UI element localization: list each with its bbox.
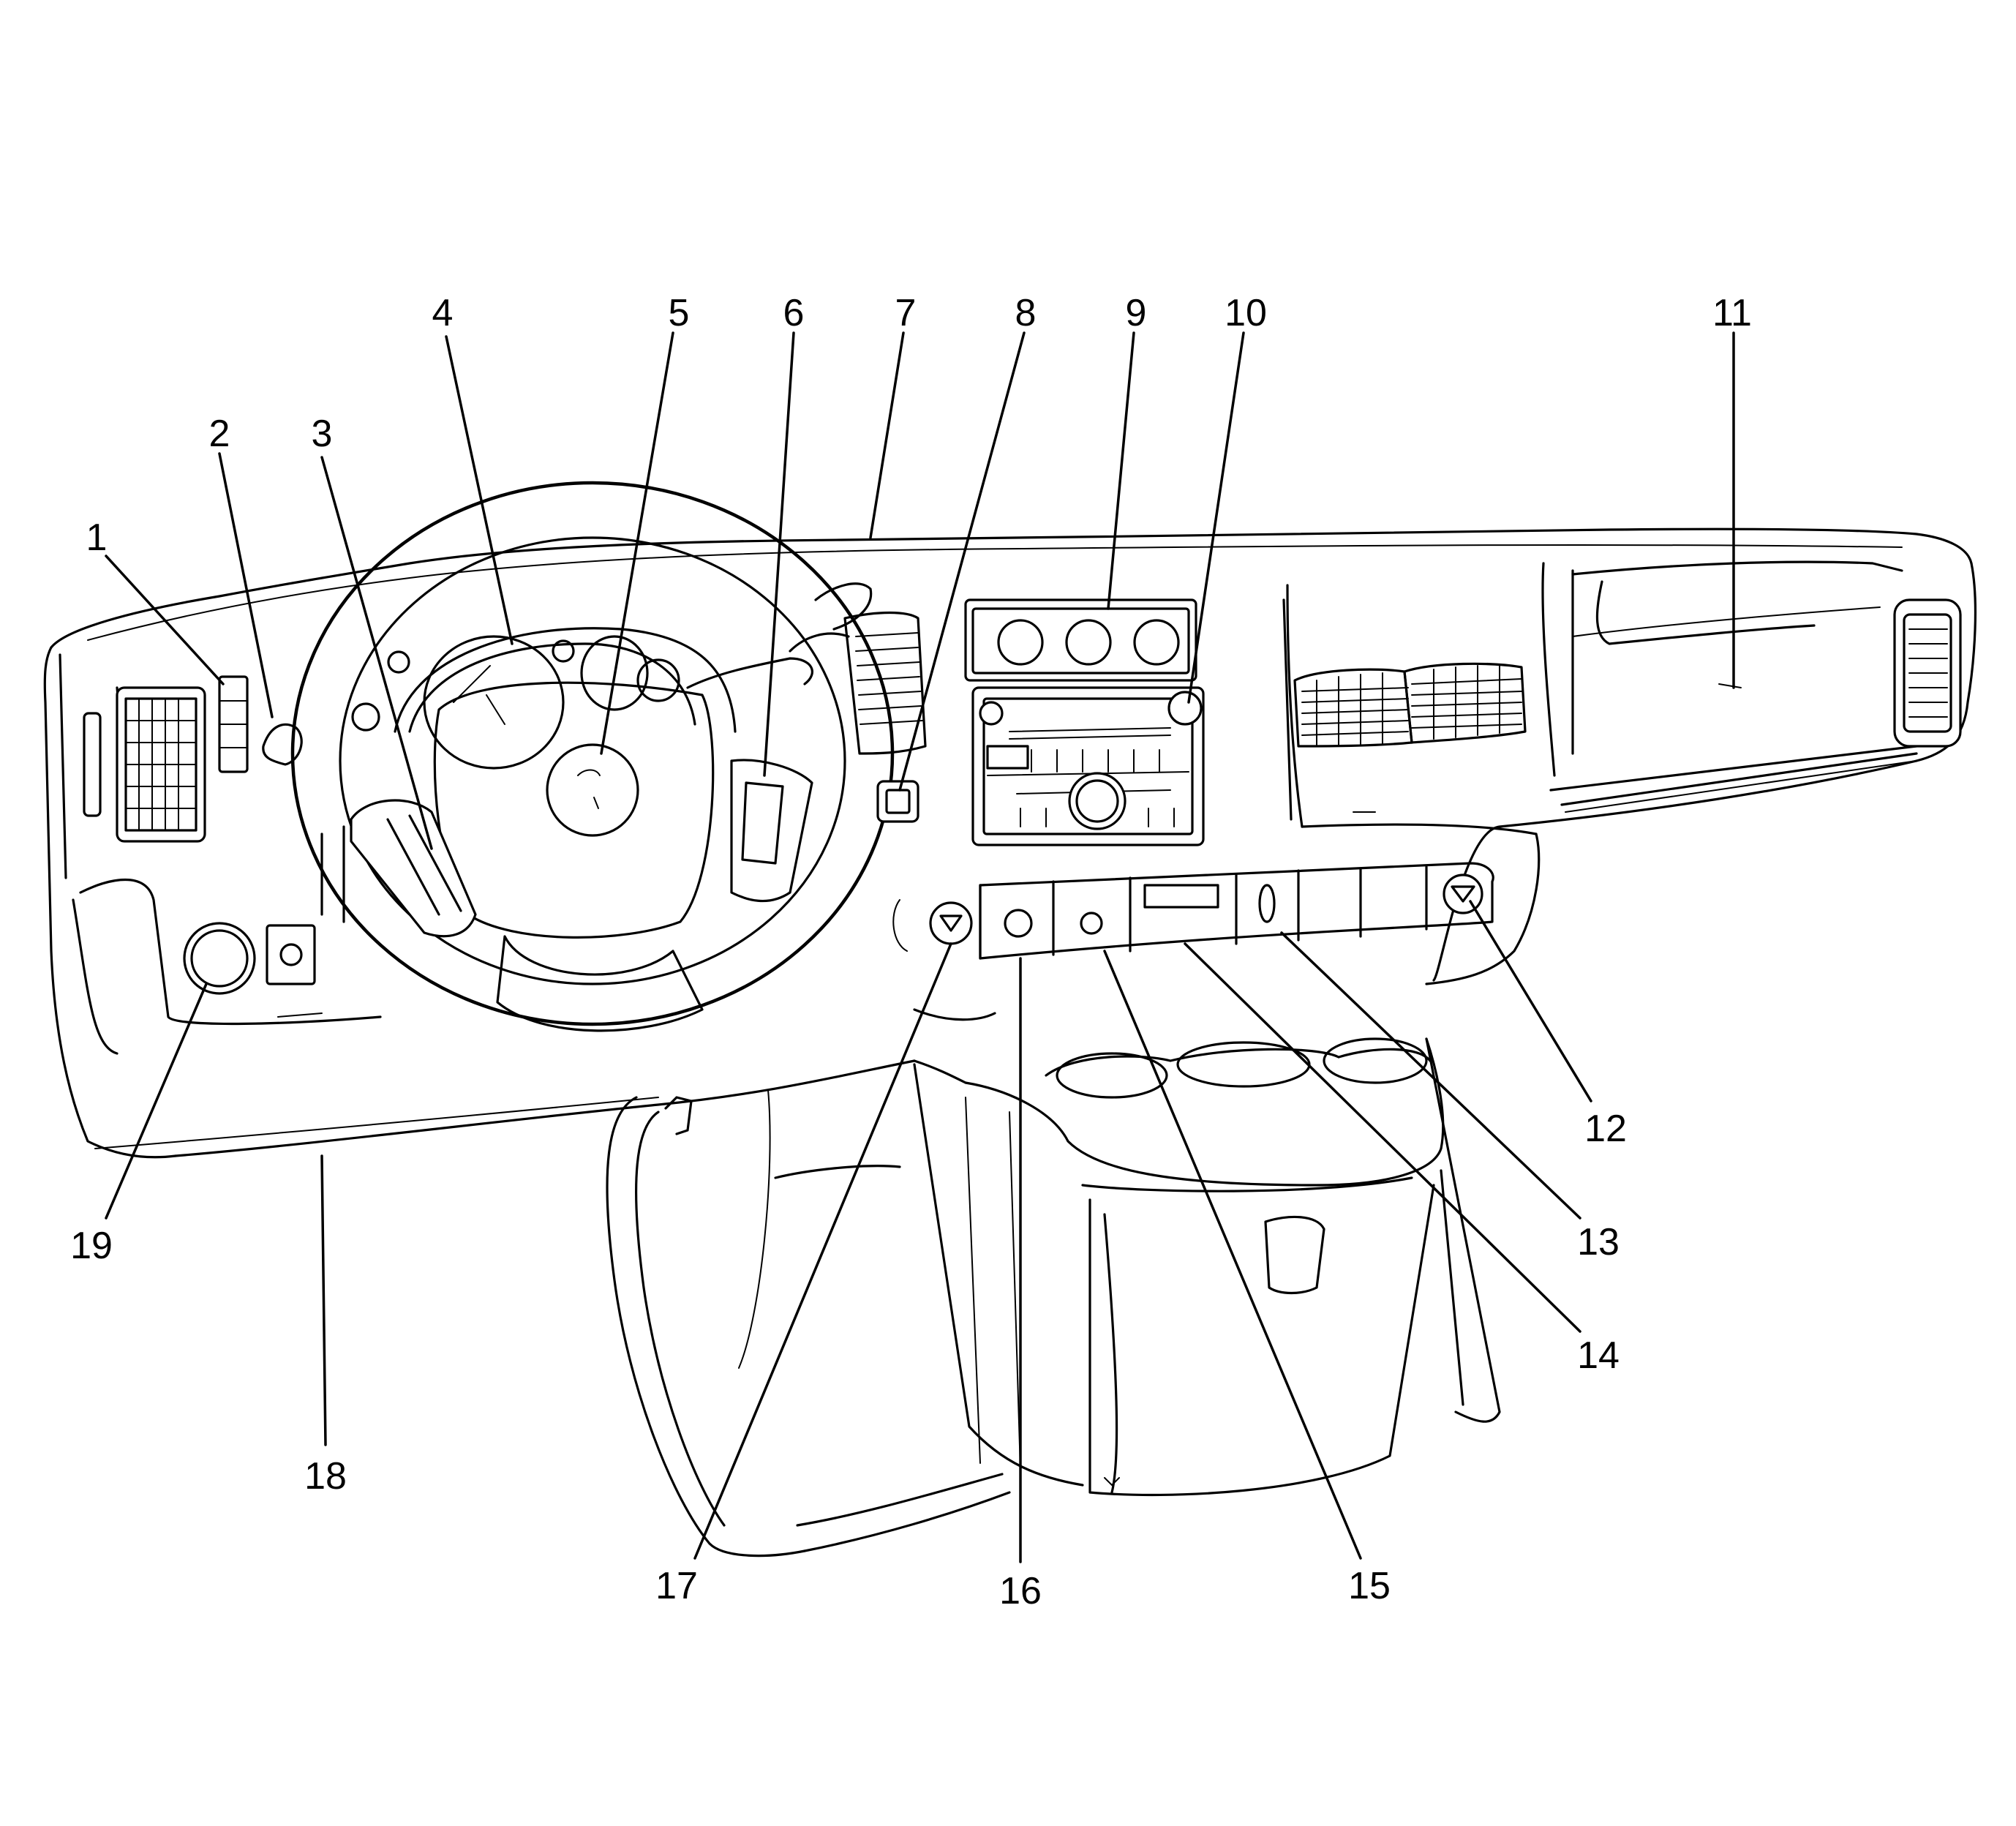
leader-lines [105,331,1735,1563]
leader-14 [1184,942,1581,1333]
leader-5 [600,331,674,755]
leader-6 [763,331,795,777]
instrument-panel [43,527,1977,1159]
steering-wheel [290,481,895,1032]
leader-12 [1469,900,1592,1102]
callout-4: 4 [432,292,454,334]
leader-3 [320,456,433,850]
leader-13 [1280,931,1581,1220]
leader-9 [1107,331,1135,610]
callout-9: 9 [1126,292,1147,334]
callout-8: 8 [1015,292,1037,334]
leader-2 [218,452,274,718]
callout-5: 5 [669,292,690,334]
leader-17 [693,942,952,1560]
callout-2: 2 [209,413,230,455]
leader-15 [1103,950,1362,1560]
leader-19 [105,982,208,1220]
callout-1: 1 [86,516,108,559]
callout-14: 14 [1577,1334,1620,1377]
callout-10: 10 [1225,292,1267,334]
floor-console [913,1037,1501,1497]
callout-16: 16 [999,1570,1042,1612]
callout-19: 19 [70,1225,113,1267]
callout-11: 11 [1712,292,1752,334]
callout-12: 12 [1584,1108,1627,1150]
instrument-cluster [351,582,873,770]
callout-13: 13 [1577,1221,1620,1263]
floor-frame [606,1089,1011,1558]
leader-18 [320,1154,327,1446]
callout-15: 15 [1348,1565,1391,1607]
callout-labels: 1 2 3 4 5 6 7 8 9 10 11 12 13 14 15 16 1… [70,292,1752,1612]
leader-7 [869,331,905,539]
callout-6: 6 [783,292,805,334]
callout-18: 18 [304,1455,347,1498]
leader-10 [1187,331,1245,704]
leader-4 [445,335,514,645]
callout-17: 17 [655,1565,698,1607]
center-stack [843,598,1494,1021]
callout-7: 7 [895,292,917,334]
callout-3: 3 [312,413,333,455]
leader-1 [105,555,225,685]
leader-8 [898,331,1026,792]
